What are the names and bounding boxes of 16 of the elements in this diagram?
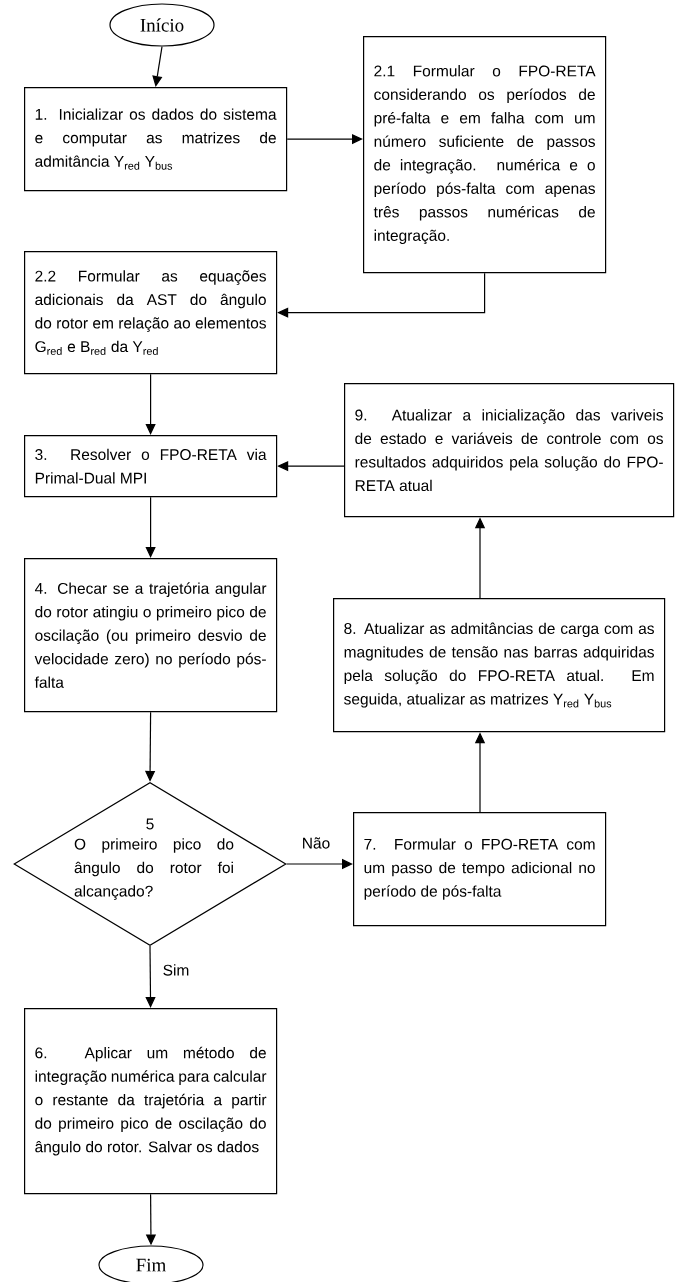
process-box: 9. Atualizar a inicialização das variveis de estado e variáveis de controle com os resultados adquiridos pela solução do FPO-RETA atual [344,383,675,518]
arrow [145,373,156,435]
terminal-oval: Início [109,3,215,47]
edge-label: Sim [163,964,189,976]
edge-label: Não [303,837,330,849]
arrow [152,46,163,87]
process-box: 1. Inicializar os dados do sistema e computar as matrizes de admitância Y$_{red}$ Y$_{bus}$ [24,87,288,192]
process-box: 2.2 Formular as equações adicionais da AST do ângulo do rotor em relação ao elementos G$_{red}$ e B$_{red}$ da Y$_{red}$ [24,251,278,375]
process-box: 8. Atualizar as admitâncias de carga com as magnitudes de tensão nas barras adquiridas pela solução do FPO-RETA atual. Em seguida, atualizar as matrizes Y$_{red}$ Y$_{bus}$ [333,598,666,733]
process-box: 2.1 Formular o FPO-RETA considerando os períodos de pré-falta e em falha com um número suficiente de passos de integração. numérica e o período pós-falta com apenas três passos numéricas de integração. [363,36,607,274]
arrow [145,945,156,1008]
arrow [145,496,156,558]
process-box: 7. Formular o FPO-RETA com um passo de tempo adicional no período de pós-falta [353,812,607,927]
process-box: 4. Checar se a trajetória angular do rotor atingiu o primeiro pico de oscilação (ou primeiro desvio de velocidade zero) no período pós-falta [24,558,278,713]
process-box: 3. Resolver o FPO-RETA via Primal-Dual MPI [24,435,278,498]
process-box: 6. Aplicar um método de integração numérica para calcular o restante da trajetória a partir do primeiro pico de oscilação do ângulo do rotor. Salvar os dados [24,1008,278,1195]
